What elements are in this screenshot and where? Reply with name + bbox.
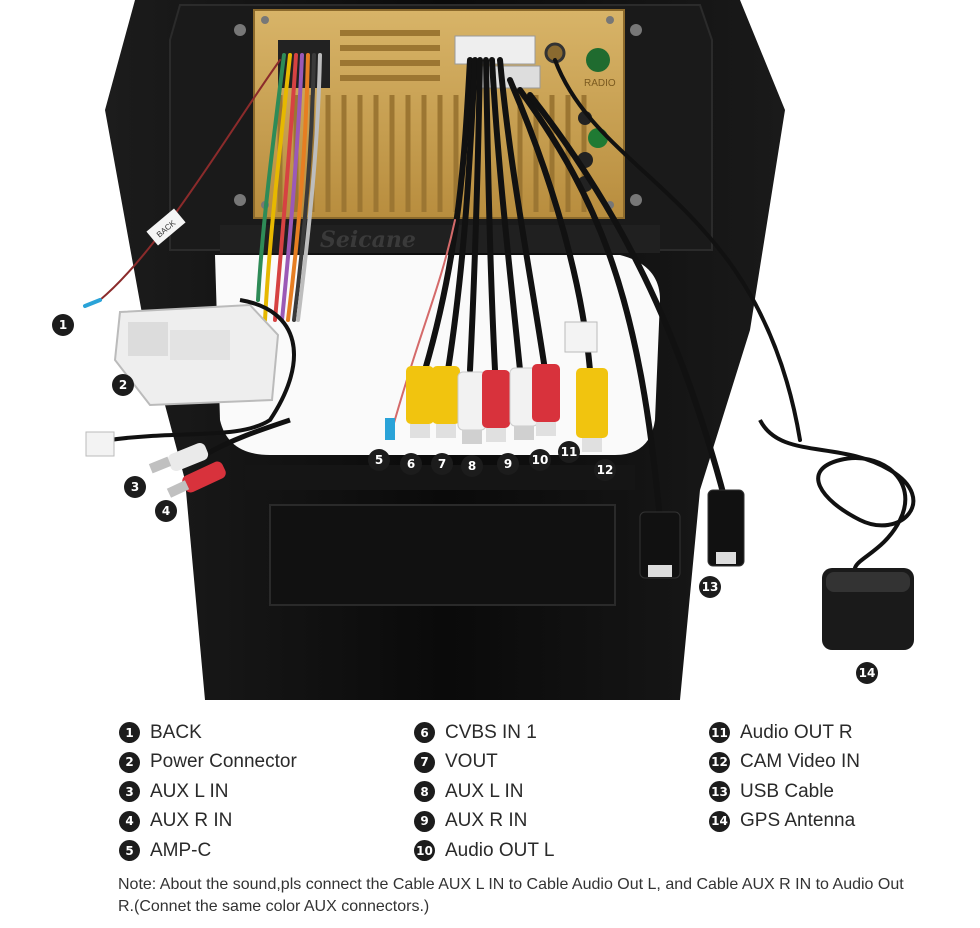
legend-label: Power Connector <box>150 751 297 773</box>
legend-number: 13 <box>709 781 730 803</box>
callout-14: 14 <box>856 662 878 684</box>
legend-label: AUX R IN <box>150 810 233 832</box>
legend-item: 7 VOUT <box>414 748 554 778</box>
svg-text:3: 3 <box>131 480 139 494</box>
legend-item: 4 AUX R IN <box>119 807 297 837</box>
legend-item: 1 BACK <box>119 718 297 748</box>
legend-item: 9 AUX R IN <box>414 807 554 837</box>
svg-text:4: 4 <box>162 504 170 518</box>
callout-11: 11 <box>558 441 580 463</box>
wiring-diagram: RADIO Seicane BACK <box>52 0 916 700</box>
callout-2: 2 <box>112 374 134 396</box>
connection-note: Note: About the sound,pls connect the Ca… <box>118 876 904 915</box>
legend-number: 12 <box>709 751 730 773</box>
legend-label: GPS Antenna <box>740 810 856 832</box>
legend-item: 5 AMP-C <box>119 836 297 866</box>
rca-plugs <box>406 321 608 452</box>
legend-number: 2 <box>119 751 140 773</box>
legend-label: CVBS IN 1 <box>445 721 537 743</box>
legend-label: Audio OUT R <box>740 721 853 743</box>
callout-13: 13 <box>699 576 721 598</box>
legend-item: 6 CVBS IN 1 <box>414 718 554 748</box>
legend-column-2: 6 CVBS IN 1 7 VOUT 8 AUX L IN 9 AUX R IN 10 A… <box>414 718 554 866</box>
legend-item: 2 Power Connector <box>119 748 297 778</box>
callout-5: 5 <box>368 449 390 471</box>
legend-number: 7 <box>414 751 435 773</box>
svg-text:8: 8 <box>468 459 476 473</box>
callout-8: 8 <box>461 455 483 477</box>
legend-label: AUX L IN <box>150 780 229 802</box>
usb-cable <box>639 489 745 579</box>
svg-text:9: 9 <box>504 457 512 471</box>
legend-label: VOUT <box>445 751 498 773</box>
legend-item: 10 Audio OUT L <box>414 836 554 866</box>
callout-10: 10 <box>529 449 551 471</box>
legend-label: Audio OUT L <box>445 839 555 861</box>
legend-item: 8 AUX L IN <box>414 777 554 807</box>
radio-port-label: RADIO <box>584 78 616 89</box>
power-connector <box>85 298 296 457</box>
svg-text:10: 10 <box>532 453 549 467</box>
callout-7: 7 <box>431 453 453 475</box>
callout-badges: 1 2 3 4 5 6 7 8 9 10 11 12 13 14 <box>52 314 878 684</box>
legend-number: 8 <box>414 781 435 803</box>
svg-text:7: 7 <box>438 457 446 471</box>
legend-label: AUX R IN <box>445 810 528 832</box>
legend-label: USB Cable <box>740 780 834 802</box>
legend-number: 1 <box>119 722 140 744</box>
svg-text:5: 5 <box>375 453 383 467</box>
svg-text:12: 12 <box>597 463 614 477</box>
callout-9: 9 <box>497 453 519 475</box>
legend-number: 6 <box>414 722 435 744</box>
legend-item: 13 USB Cable <box>709 777 860 807</box>
legend-label: BACK <box>150 721 202 743</box>
legend-number: 5 <box>119 840 140 862</box>
svg-text:14: 14 <box>859 666 876 680</box>
legend-number: 10 <box>414 840 435 862</box>
legend-number: 14 <box>709 810 730 832</box>
legend-item: 12 CAM Video IN <box>709 748 860 778</box>
wire-harness <box>83 53 322 322</box>
svg-text:1: 1 <box>59 318 67 332</box>
legend-number: 3 <box>119 781 140 803</box>
callout-6: 6 <box>400 453 422 475</box>
callout-3: 3 <box>124 476 146 498</box>
callout-1: 1 <box>52 314 74 336</box>
legend-number: 4 <box>119 810 140 832</box>
legend-label: AUX L IN <box>445 780 524 802</box>
legend-item: 14 GPS Antenna <box>709 807 860 837</box>
svg-text:6: 6 <box>407 457 415 471</box>
legend-column-3: 11 Audio OUT R 12 CAM Video IN 13 USB Cable… <box>709 718 860 836</box>
legend: 1 BACK 2 Power Connector 3 AUX L IN 4 AUX R … <box>0 718 980 868</box>
svg-text:11: 11 <box>561 445 578 459</box>
aux-plugs-left <box>148 417 291 498</box>
legend-number: 9 <box>414 810 435 832</box>
svg-text:2: 2 <box>119 378 127 392</box>
legend-label: AMP-C <box>150 839 212 861</box>
svg-text:13: 13 <box>702 580 719 594</box>
legend-number: 11 <box>709 722 730 744</box>
brand-logo: Seicane <box>320 227 416 253</box>
gps-antenna <box>758 419 916 650</box>
callout-12: 12 <box>594 459 616 481</box>
legend-item: 11 Audio OUT R <box>709 718 860 748</box>
legend-item: 3 AUX L IN <box>119 777 297 807</box>
legend-label: CAM Video IN <box>740 751 861 773</box>
callout-4: 4 <box>155 500 177 522</box>
legend-column-1: 1 BACK 2 Power Connector 3 AUX L IN 4 AUX R … <box>119 718 297 866</box>
